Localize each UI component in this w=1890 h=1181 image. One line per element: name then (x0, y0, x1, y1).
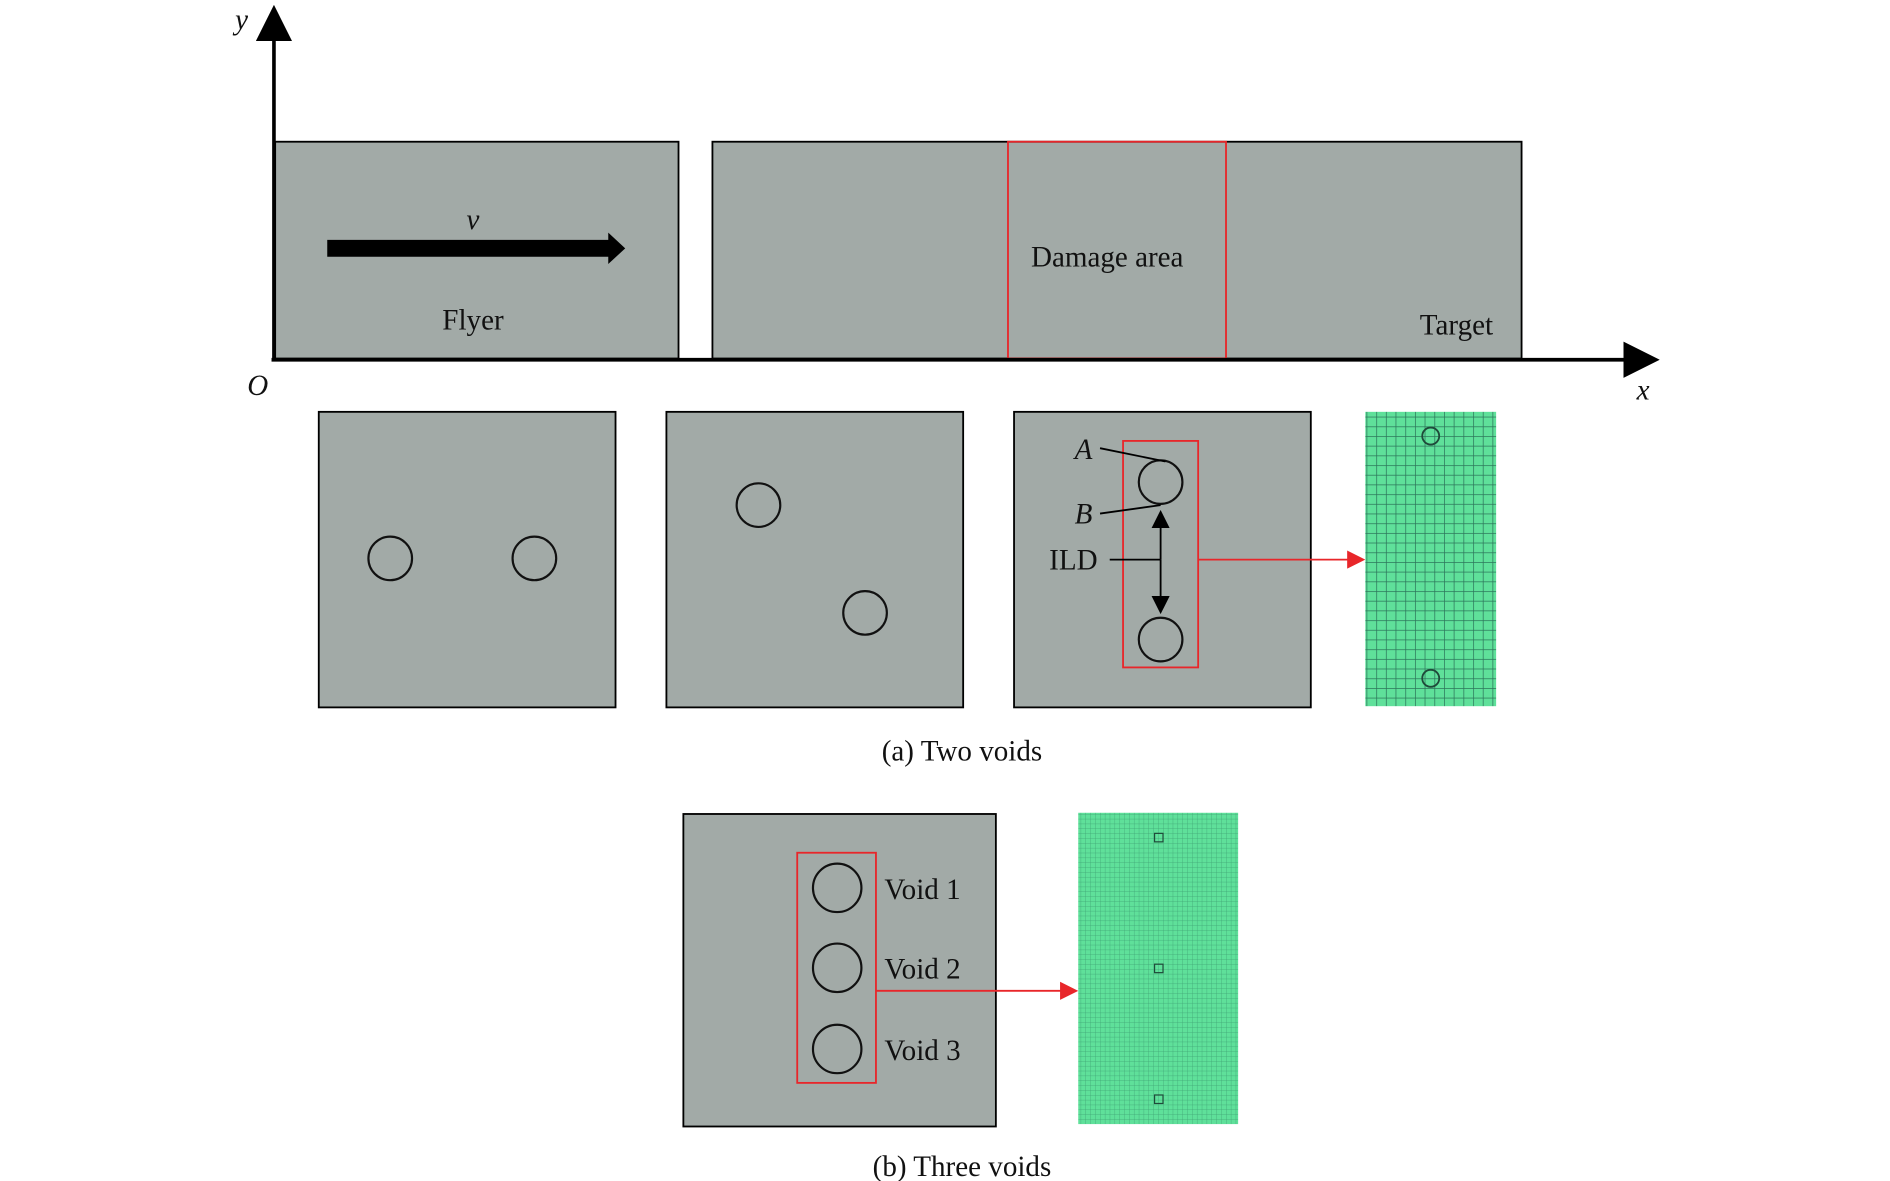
mesh-void (1421, 426, 1441, 446)
point-a-label: A (1073, 434, 1093, 466)
target-label: Target (1420, 309, 1493, 341)
void-circle (811, 1023, 863, 1075)
b-leader (1099, 504, 1161, 515)
void-circle (511, 535, 558, 582)
damage-area-label: Damage area (1031, 241, 1184, 273)
flyer-label: Flyer (442, 304, 504, 336)
mesh-two-voids (1365, 411, 1497, 707)
void-circle (811, 862, 863, 914)
ild-label: ILD (1049, 544, 1097, 576)
void-circle (811, 942, 863, 994)
void-circle (842, 590, 888, 636)
target-block (711, 140, 1523, 360)
point-b-label: B (1075, 498, 1093, 530)
origin-label: O (247, 370, 268, 402)
caption-two-voids: (a) Two voids (882, 736, 1042, 768)
mesh-void (1153, 1094, 1164, 1105)
velocity-label: v (467, 204, 480, 236)
mesh-void (1421, 668, 1441, 688)
caption-three-voids: (b) Three voids (873, 1151, 1052, 1181)
ild-highlight-box (1122, 439, 1200, 669)
y-axis-label: y (232, 4, 248, 36)
diagonal-voids-sample (665, 410, 965, 709)
void-circle (367, 535, 414, 582)
top-panel: v Flyer Damage area Target y x O (232, 4, 1660, 407)
mesh-void (1153, 963, 1164, 974)
x-axis-label: x (1636, 375, 1650, 407)
mesh-void (1153, 832, 1164, 843)
void-circle (735, 482, 782, 528)
mesh-three-voids (1078, 812, 1239, 1125)
three-voids-sample (682, 813, 997, 1128)
void-1-label: Void 1 (884, 874, 960, 906)
void-2-label: Void 2 (884, 954, 960, 986)
velocity-arrow (327, 232, 626, 265)
three-voids-panel: Void 1 Void 2 Void 3 (b) Three voids (682, 812, 1239, 1181)
void-3-label: Void 3 (884, 1035, 960, 1067)
a-leader (1099, 447, 1166, 463)
three-voids-highlight-box (796, 851, 877, 1084)
two-voids-panel: A B ILD (a) Two voids (317, 410, 1497, 768)
void-circle (1137, 616, 1184, 663)
horizontal-voids-sample (317, 410, 617, 709)
